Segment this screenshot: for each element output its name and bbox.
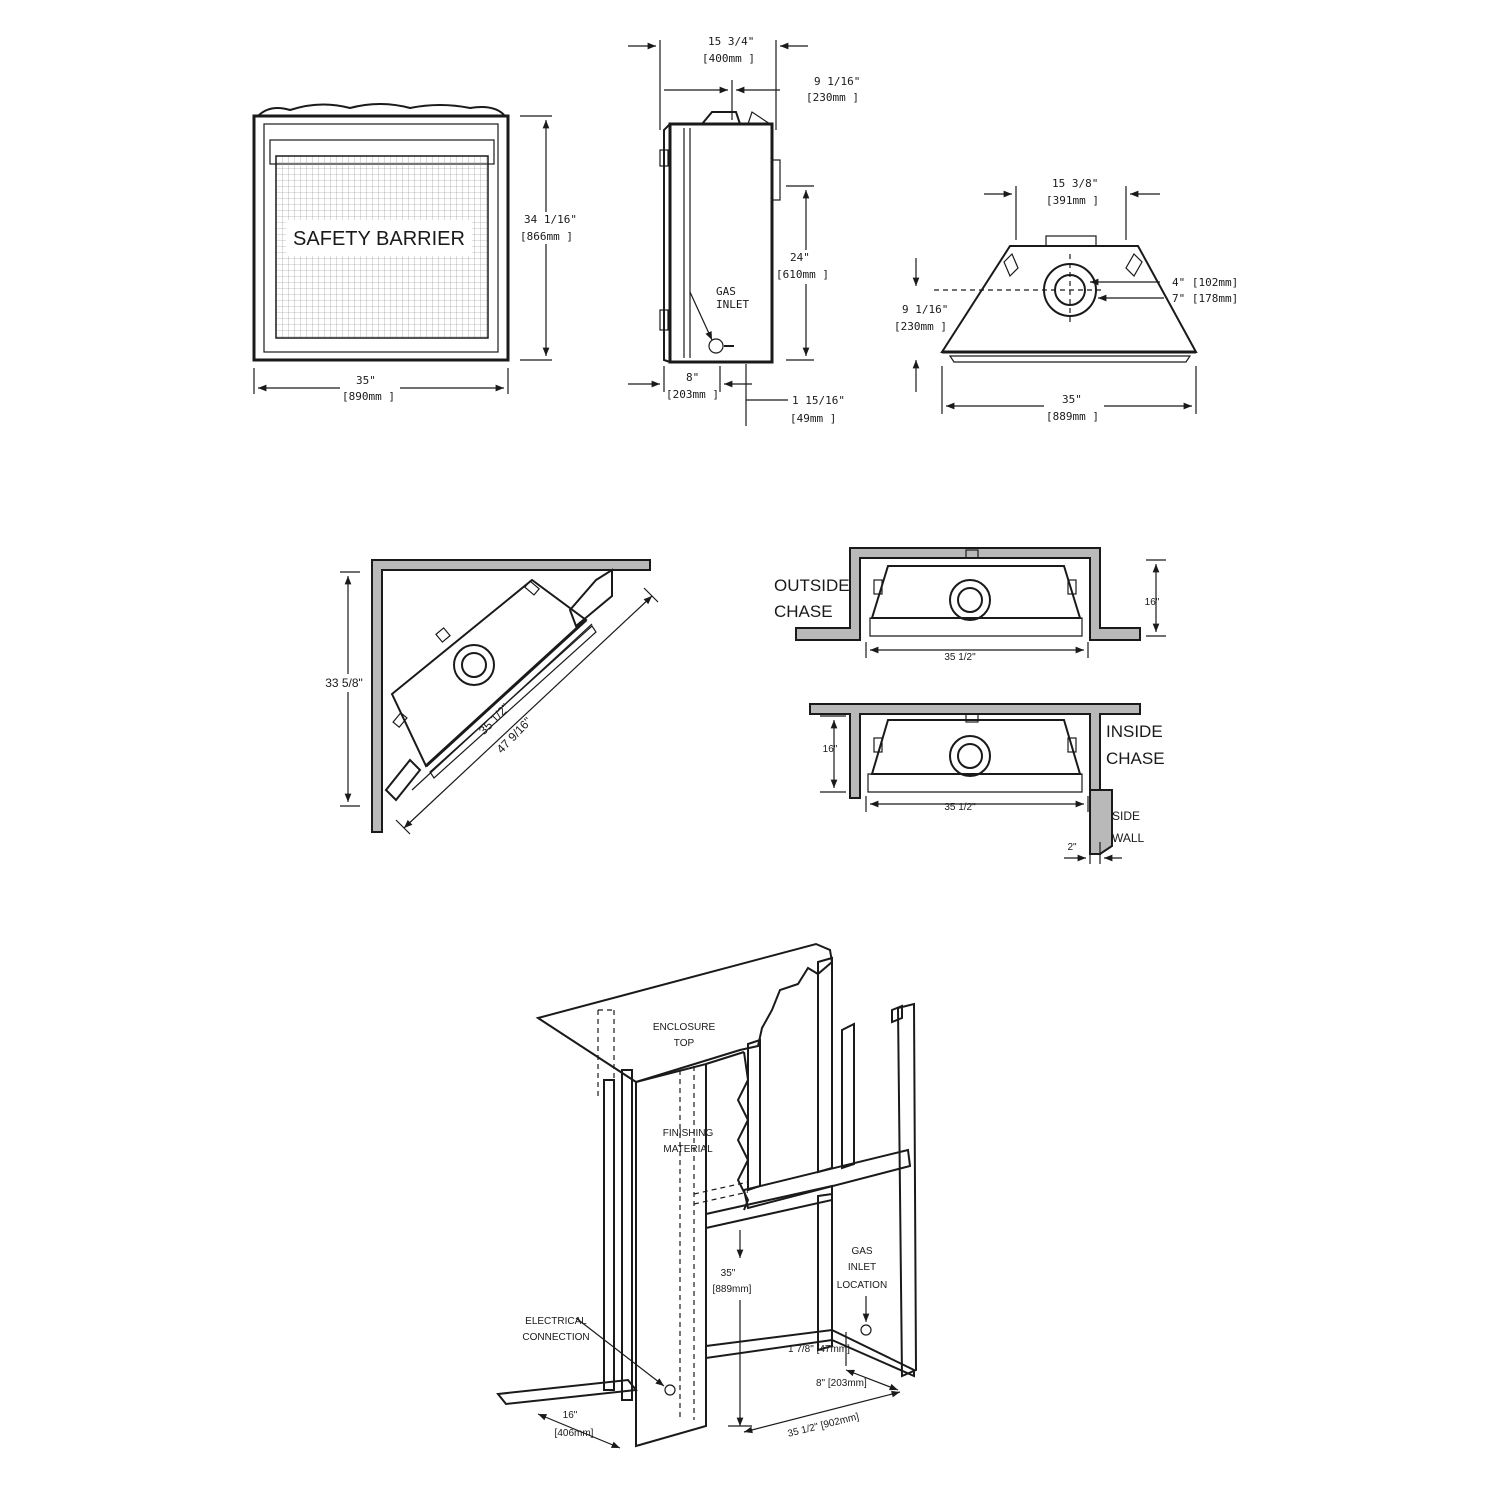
side-wall-label-1: SIDE bbox=[1112, 809, 1140, 823]
outside-chase-depth: 16" bbox=[1145, 597, 1160, 608]
top-front-width-in: 35" bbox=[1062, 393, 1082, 406]
outside-chase-width: 35 1/2" bbox=[944, 652, 976, 663]
top-view: 4" [102mm] 7" [178mm] 15 3/8" [391mm ] 9… bbox=[894, 177, 1238, 424]
front-view: SAFETY BARRIER 34 1/16" [866mm ] 35" [89… bbox=[252, 103, 590, 406]
side-depth-in: 15 3/4" bbox=[708, 35, 754, 48]
front-height-mm: [866mm ] bbox=[520, 230, 573, 243]
framing-diagram: ENCLOSURE TOP FINISHING MATERIAL 35" [88… bbox=[496, 942, 918, 1449]
outside-chase-label-1: OUTSIDE bbox=[774, 576, 850, 595]
inside-chase-depth: 16" bbox=[823, 744, 838, 755]
top-depth-mm: [230mm ] bbox=[894, 320, 947, 333]
side-vent-offset-mm: [230mm ] bbox=[806, 91, 859, 104]
side-base-in: 8" bbox=[686, 371, 699, 384]
side-depth-mm: [400mm ] bbox=[702, 52, 755, 65]
gas-inlet-label-2: INLET bbox=[716, 298, 749, 311]
finishing-material-label-1: FINISHING bbox=[663, 1128, 714, 1139]
gas-inlet-label-1: GAS bbox=[716, 285, 736, 298]
finishing-material-label-2: MATERIAL bbox=[663, 1144, 713, 1155]
framing-height-in: 35" bbox=[721, 1268, 736, 1279]
corner-side-dim: 33 5/8" bbox=[325, 676, 363, 690]
side-height-mm: [610mm ] bbox=[776, 268, 829, 281]
top-front-width-mm: [889mm ] bbox=[1046, 410, 1099, 423]
inside-chase-side-offset: 2" bbox=[1067, 842, 1077, 853]
inside-chase-label-2: CHASE bbox=[1106, 749, 1165, 768]
framing-height-mm: [889mm] bbox=[713, 1284, 752, 1295]
outside-chase: 35 1/2" 16" OUTSIDE CHASE bbox=[774, 547, 1166, 663]
side-base-mm: [203mm ] bbox=[666, 388, 719, 401]
top-inner-diameter: 4" [102mm] bbox=[1172, 276, 1238, 289]
framing-depth-in: 16" bbox=[563, 1410, 578, 1421]
enclosure-top-label-2: TOP bbox=[674, 1038, 695, 1049]
framing-width: 35 1/2" [902mm] bbox=[787, 1411, 861, 1439]
enclosure-top-label-1: ENCLOSURE bbox=[653, 1022, 716, 1033]
gas-location-label-3: LOCATION bbox=[837, 1280, 887, 1291]
side-vent-offset-in: 9 1/16" bbox=[814, 75, 860, 88]
framing-depth-mm: [406mm] bbox=[555, 1428, 594, 1439]
inside-chase: 35 1/2" 16" INSIDE CHASE SIDE WALL 2" bbox=[809, 703, 1165, 864]
top-back-width-in: 15 3/8" bbox=[1052, 177, 1098, 190]
electrical-label-2: CONNECTION bbox=[522, 1332, 589, 1343]
front-width-in: 35" bbox=[356, 374, 376, 387]
top-outer-diameter: 7" [178mm] bbox=[1172, 292, 1238, 305]
electrical-label-1: ELECTRICAL bbox=[525, 1316, 587, 1327]
side-height-in: 24" bbox=[790, 251, 810, 264]
top-depth-in: 9 1/16" bbox=[902, 303, 948, 316]
side-wall-label-2: WALL bbox=[1112, 831, 1145, 845]
front-height-in: 34 1/16" bbox=[524, 213, 577, 226]
front-width-mm: [890mm ] bbox=[342, 390, 395, 403]
gas-inlet-height: 1 7/8" [47mm] bbox=[788, 1344, 850, 1355]
outside-chase-label-2: CHASE bbox=[774, 602, 833, 621]
corner-installation: 33 5/8" 35 1/2" 47 9/16" bbox=[325, 559, 659, 835]
top-back-width-mm: [391mm ] bbox=[1046, 194, 1099, 207]
side-view: GAS INLET 15 3/4" [400mm ] 9 1/16" [230m… bbox=[628, 35, 860, 426]
inside-chase-width: 35 1/2" bbox=[944, 802, 976, 813]
inside-chase-label-1: INSIDE bbox=[1106, 722, 1163, 741]
side-inlet-offset-mm: [49mm ] bbox=[790, 412, 836, 425]
gas-location-label-2: INLET bbox=[848, 1262, 876, 1273]
side-inlet-offset-in: 1 15/16" bbox=[792, 394, 845, 407]
safety-barrier-label: SAFETY BARRIER bbox=[293, 228, 465, 250]
gas-inlet-depth: 8" [203mm] bbox=[816, 1378, 867, 1389]
gas-location-label-1: GAS bbox=[851, 1246, 872, 1257]
